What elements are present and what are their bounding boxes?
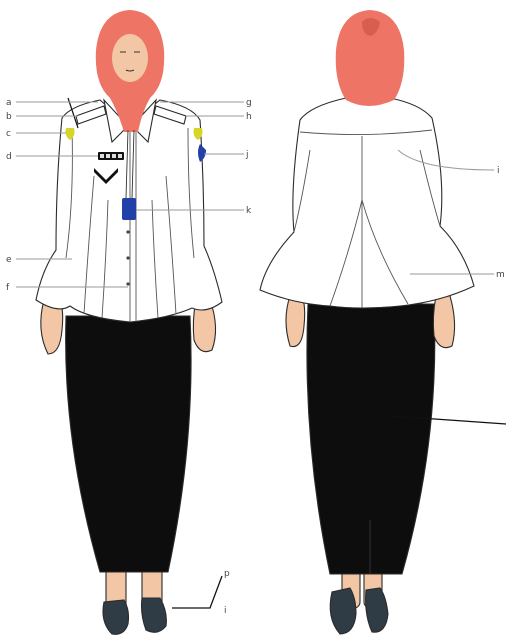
label-i-bottom-text: i bbox=[224, 606, 227, 616]
label-h-text: h bbox=[246, 112, 252, 122]
label-p: p i bbox=[172, 569, 230, 616]
label-m-text: m bbox=[496, 270, 505, 280]
front-shoes bbox=[103, 598, 166, 634]
label-c: c bbox=[6, 129, 66, 139]
label-c-text: c bbox=[6, 129, 11, 139]
label-k-text: k bbox=[246, 206, 252, 216]
front-skirt bbox=[66, 316, 191, 572]
front-name-tag bbox=[98, 152, 124, 160]
label-a-text: a bbox=[6, 98, 12, 108]
label-p-text: p bbox=[224, 569, 230, 579]
back-skirt bbox=[307, 304, 435, 574]
front-figure bbox=[36, 10, 222, 634]
label-f-text: f bbox=[6, 283, 10, 293]
back-blouse bbox=[260, 98, 474, 308]
label-e-text: e bbox=[6, 255, 12, 265]
back-figure bbox=[260, 10, 474, 634]
label-i-top-text: i bbox=[497, 166, 500, 176]
label-b-text: b bbox=[6, 112, 12, 122]
front-arm-patch bbox=[198, 144, 206, 162]
front-face bbox=[112, 34, 148, 82]
label-d-text: d bbox=[6, 152, 12, 162]
label-g-text: g bbox=[246, 98, 252, 108]
label-j-text: j bbox=[245, 150, 249, 160]
label-j: j bbox=[204, 150, 249, 160]
